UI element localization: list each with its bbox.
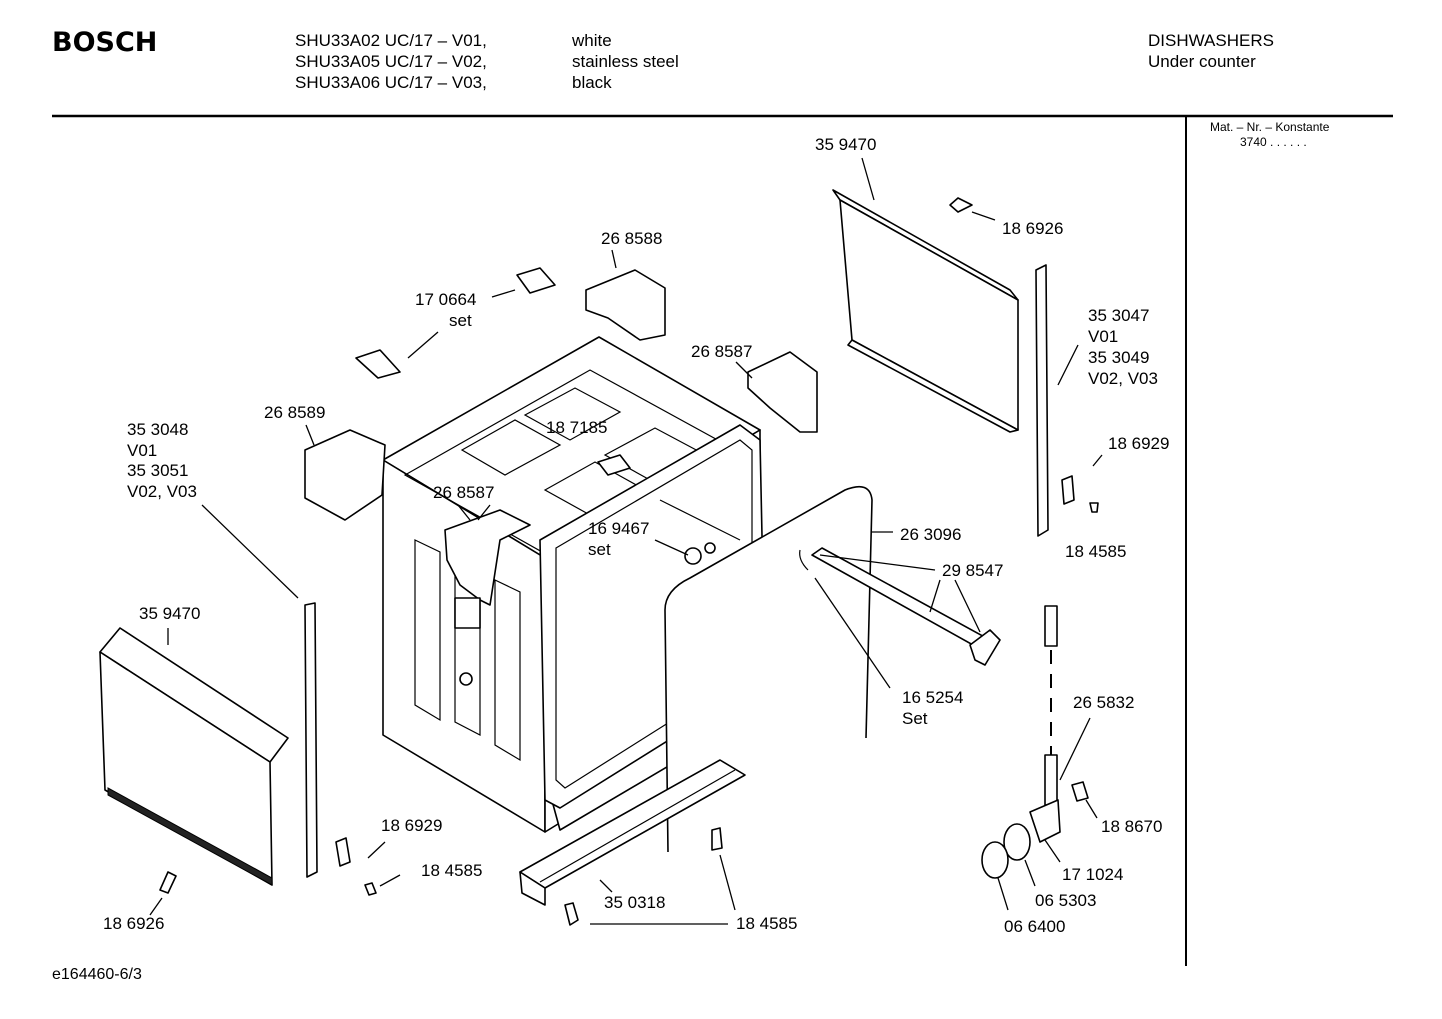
part-label: 35 9470 xyxy=(815,135,877,154)
door-gasket xyxy=(664,485,873,853)
bracket-268589 xyxy=(304,429,386,521)
part-label: 06 5303 xyxy=(1035,891,1097,910)
part-label: 35 3051 xyxy=(127,461,189,480)
side-strip-left xyxy=(304,602,318,878)
category: DISHWASHERS Under counter xyxy=(1148,30,1274,72)
part-label: 18 4585 xyxy=(736,914,798,933)
bracket-268587-front xyxy=(444,509,531,629)
side-strip-right xyxy=(1035,264,1049,537)
part-label: V01 xyxy=(1088,327,1119,346)
part-label: 18 8670 xyxy=(1101,817,1163,836)
part-label: set xyxy=(588,540,611,559)
part-label: 26 3096 xyxy=(900,525,962,544)
part-label: V02, V03 xyxy=(127,482,197,501)
front-panel xyxy=(99,627,289,886)
category-main: DISHWASHERS xyxy=(1148,31,1274,50)
part-label: 35 0318 xyxy=(604,893,666,912)
part-label: 16 9467 xyxy=(588,519,650,538)
part-label: 29 8547 xyxy=(942,561,1004,580)
rail-bar xyxy=(799,547,1001,666)
latch-187185 xyxy=(597,454,631,476)
top-panel xyxy=(832,189,1019,433)
part-label: Set xyxy=(902,709,928,728)
part-label: 35 3047 xyxy=(1088,306,1150,325)
part-label: 35 3048 xyxy=(127,420,189,439)
part-label: V02, V03 xyxy=(1088,369,1158,388)
part-label: V01 xyxy=(127,441,158,460)
bracket-268587-right xyxy=(747,351,818,433)
part-label: 18 6926 xyxy=(1002,219,1064,238)
part-label: 26 8588 xyxy=(601,229,663,248)
part-label: 35 9470 xyxy=(139,604,201,623)
drain-hose xyxy=(981,605,1061,879)
brand-logo: BOSCH xyxy=(52,27,158,58)
part-label: 26 8587 xyxy=(433,483,495,502)
part-label: 17 1024 xyxy=(1062,865,1124,884)
part-label: set xyxy=(449,311,472,330)
diagram-code: e164460-6/3 xyxy=(52,966,142,983)
clip-186929 xyxy=(335,475,1075,867)
model-v02: SHU33A05 UC/17 – V02, xyxy=(295,52,487,71)
color-v03: black xyxy=(572,73,612,92)
category-sub: Under counter xyxy=(1148,52,1256,71)
part-label: 18 6929 xyxy=(381,816,443,835)
part-label: 18 4585 xyxy=(421,861,483,880)
material-number-title: Mat. – Nr. – Konstante xyxy=(1210,120,1330,134)
hinge-bracket-170664 xyxy=(355,267,556,379)
model-v01: SHU33A02 UC/17 – V01, xyxy=(295,31,487,50)
part-label: 35 3049 xyxy=(1088,348,1150,367)
part-label: 16 5254 xyxy=(902,688,964,707)
part-label: 26 8587 xyxy=(691,342,753,361)
color-v02: stainless steel xyxy=(572,52,679,71)
part-label: 26 5832 xyxy=(1073,693,1135,712)
bracket-268588 xyxy=(585,269,666,341)
part-label: 26 8589 xyxy=(264,403,326,422)
leader-lines xyxy=(149,157,1103,925)
color-list: white stainless steel black xyxy=(572,30,679,93)
part-label: 18 6926 xyxy=(103,914,165,933)
roller-169467 xyxy=(659,499,741,565)
bottom-rail xyxy=(519,759,746,906)
screw-icon xyxy=(159,197,1099,926)
part-label: 18 7185 xyxy=(546,418,608,437)
part-label: 18 4585 xyxy=(1065,542,1127,561)
part-label: 06 6400 xyxy=(1004,917,1066,936)
material-number-value: 3740 . . . . . . xyxy=(1240,135,1307,149)
color-v01: white xyxy=(572,31,612,50)
part-label: 18 6929 xyxy=(1108,434,1170,453)
model-list: SHU33A02 UC/17 – V01, SHU33A05 UC/17 – V… xyxy=(295,30,487,93)
part-label: 17 0664 xyxy=(415,290,477,309)
model-v03: SHU33A06 UC/17 – V03, xyxy=(295,73,487,92)
